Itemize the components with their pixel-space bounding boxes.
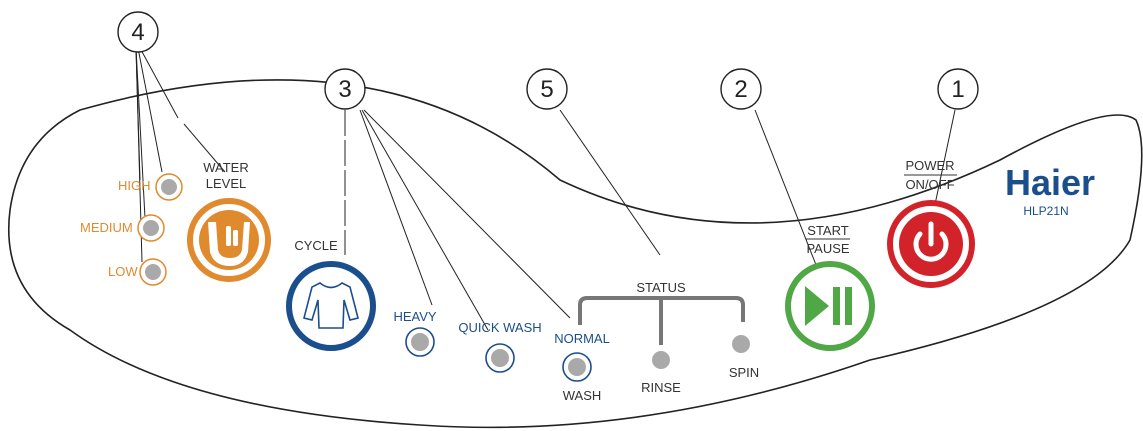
power-button[interactable] (887, 200, 975, 288)
callout-1: 1 (937, 68, 979, 110)
status-bracket (578, 296, 745, 345)
svg-text:1: 1 (951, 76, 964, 103)
control-panel-outline (8, 79, 1143, 429)
model-number: HLP21N (1023, 204, 1068, 218)
callout-4: 4 (117, 11, 159, 53)
power-line1: POWER (905, 158, 954, 173)
start-pause-line2: PAUSE (806, 241, 849, 256)
hand-water-icon (208, 222, 250, 266)
svg-text:3: 3 (338, 76, 351, 103)
water-level-button[interactable] (187, 198, 271, 282)
status-title: STATUS (636, 280, 686, 295)
status-wash-label: WASH (563, 388, 602, 403)
status-rinse-indicator (652, 351, 670, 369)
cycle-heavy-indicator[interactable] (405, 327, 435, 357)
cycle-button[interactable] (286, 261, 376, 351)
water-level-medium-indicator[interactable] (137, 214, 165, 242)
water-level-low-label: LOW (108, 264, 138, 279)
svg-text:4: 4 (131, 19, 144, 46)
status-spin-indicator (732, 335, 750, 353)
cycle-heavy-label: HEAVY (393, 309, 436, 324)
start-pause-button[interactable] (785, 261, 875, 351)
water-level-high-indicator[interactable] (155, 173, 183, 201)
callout-5: 5 (526, 68, 568, 110)
shirt-icon (303, 282, 359, 329)
cycle-quick-wash-label: QUICK WASH (458, 320, 541, 335)
water-level-medium-label: MEDIUM (80, 220, 133, 235)
play-pause-icon (805, 286, 852, 326)
power-icon (913, 221, 949, 262)
callout-2: 2 (720, 68, 762, 110)
water-level-high-label: HIGH (118, 178, 151, 193)
cycle-normal-indicator[interactable] (562, 352, 592, 382)
status-rinse-label: RINSE (641, 380, 681, 395)
svg-text:5: 5 (540, 76, 553, 103)
cycle-title: CYCLE (294, 238, 338, 253)
water-level-title-line2: LEVEL (206, 176, 246, 191)
callout-3: 3 (324, 68, 366, 110)
cycle-normal-label: NORMAL (554, 331, 610, 346)
svg-text:2: 2 (734, 76, 747, 103)
brand-logo: Haier (1005, 162, 1095, 203)
water-level-title-line1: WATER (203, 160, 249, 175)
power-line2: ON/OFF (905, 177, 954, 192)
status-spin-label: SPIN (729, 365, 759, 380)
cycle-quick-wash-indicator[interactable] (485, 343, 515, 373)
water-level-low-indicator[interactable] (139, 258, 167, 286)
start-pause-line1: START (807, 223, 848, 238)
